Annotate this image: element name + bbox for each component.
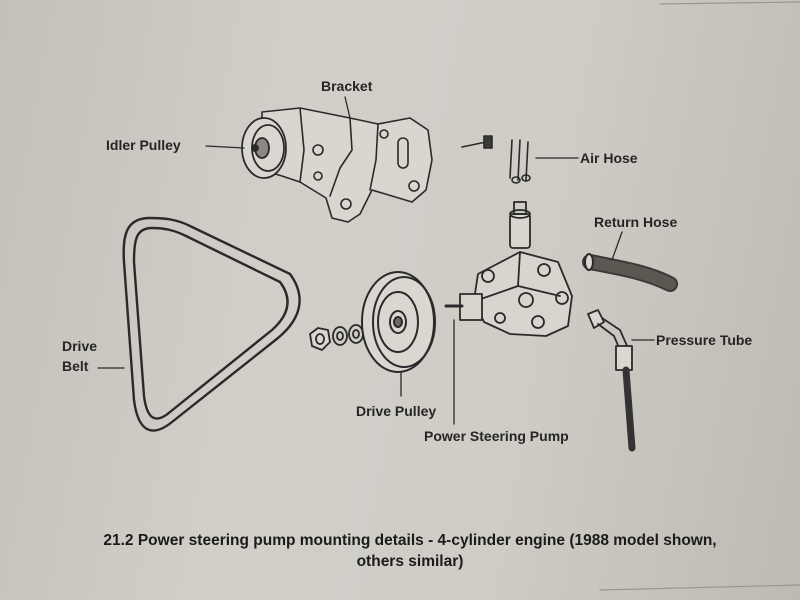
nut-washers-part [309, 324, 364, 351]
return-hose-part [582, 253, 678, 292]
air-hose-part [509, 139, 531, 184]
drive-pulley-label: Drive Pulley [356, 403, 437, 419]
bolt-part [461, 135, 493, 149]
drive-belt-label-line2: Belt [62, 358, 89, 374]
bracket-label: Bracket [321, 78, 373, 94]
leader-lines [97, 96, 655, 425]
bracket-part [261, 107, 433, 223]
drive-pulley-part [361, 271, 436, 373]
power-steering-pump-part [444, 201, 573, 337]
idler-pulley-part [241, 117, 287, 179]
idler-pulley-label: Idler Pulley [106, 137, 181, 153]
drive-belt-label-line1: Drive [62, 338, 98, 354]
page-edge-lines [599, 1, 800, 591]
caption-line-2: others similar) [356, 553, 464, 570]
return-hose-label: Return Hose [594, 214, 678, 230]
caption-line-1: 21.2 Power steering pump mounting detail… [103, 532, 717, 549]
pressure-tube-label: Pressure Tube [656, 332, 753, 348]
figure-caption: 21.2 Power steering pump mounting detail… [40, 530, 780, 572]
air-hose-label: Air Hose [580, 150, 638, 166]
pressure-tube-part [587, 309, 636, 452]
power-steering-pump-label: Power Steering Pump [424, 428, 569, 444]
drive-belt-part [122, 216, 301, 432]
